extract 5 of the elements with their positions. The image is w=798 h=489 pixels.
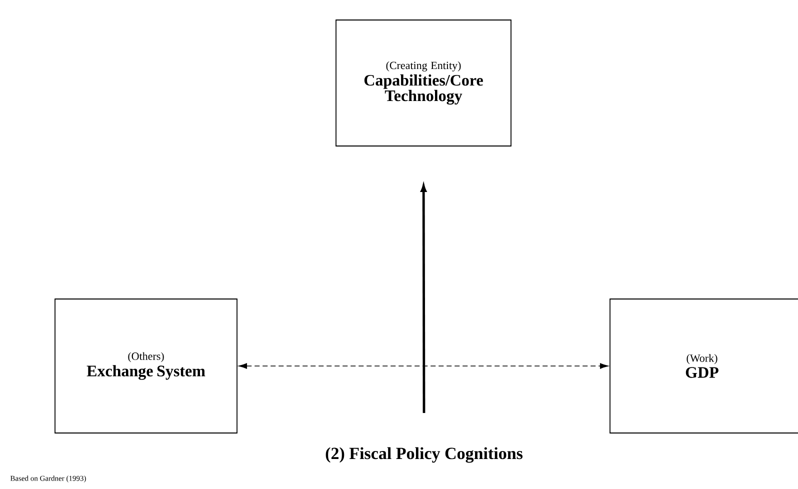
caption: (2) Fiscal Policy Cognitions bbox=[326, 447, 523, 463]
box: (Creating Entity) Capabilities/Core Technology bbox=[336, 20, 512, 146]
arrow bbox=[238, 363, 608, 369]
box: (Work) GDP bbox=[610, 298, 798, 434]
box: (Others) Exchange System bbox=[54, 298, 238, 434]
